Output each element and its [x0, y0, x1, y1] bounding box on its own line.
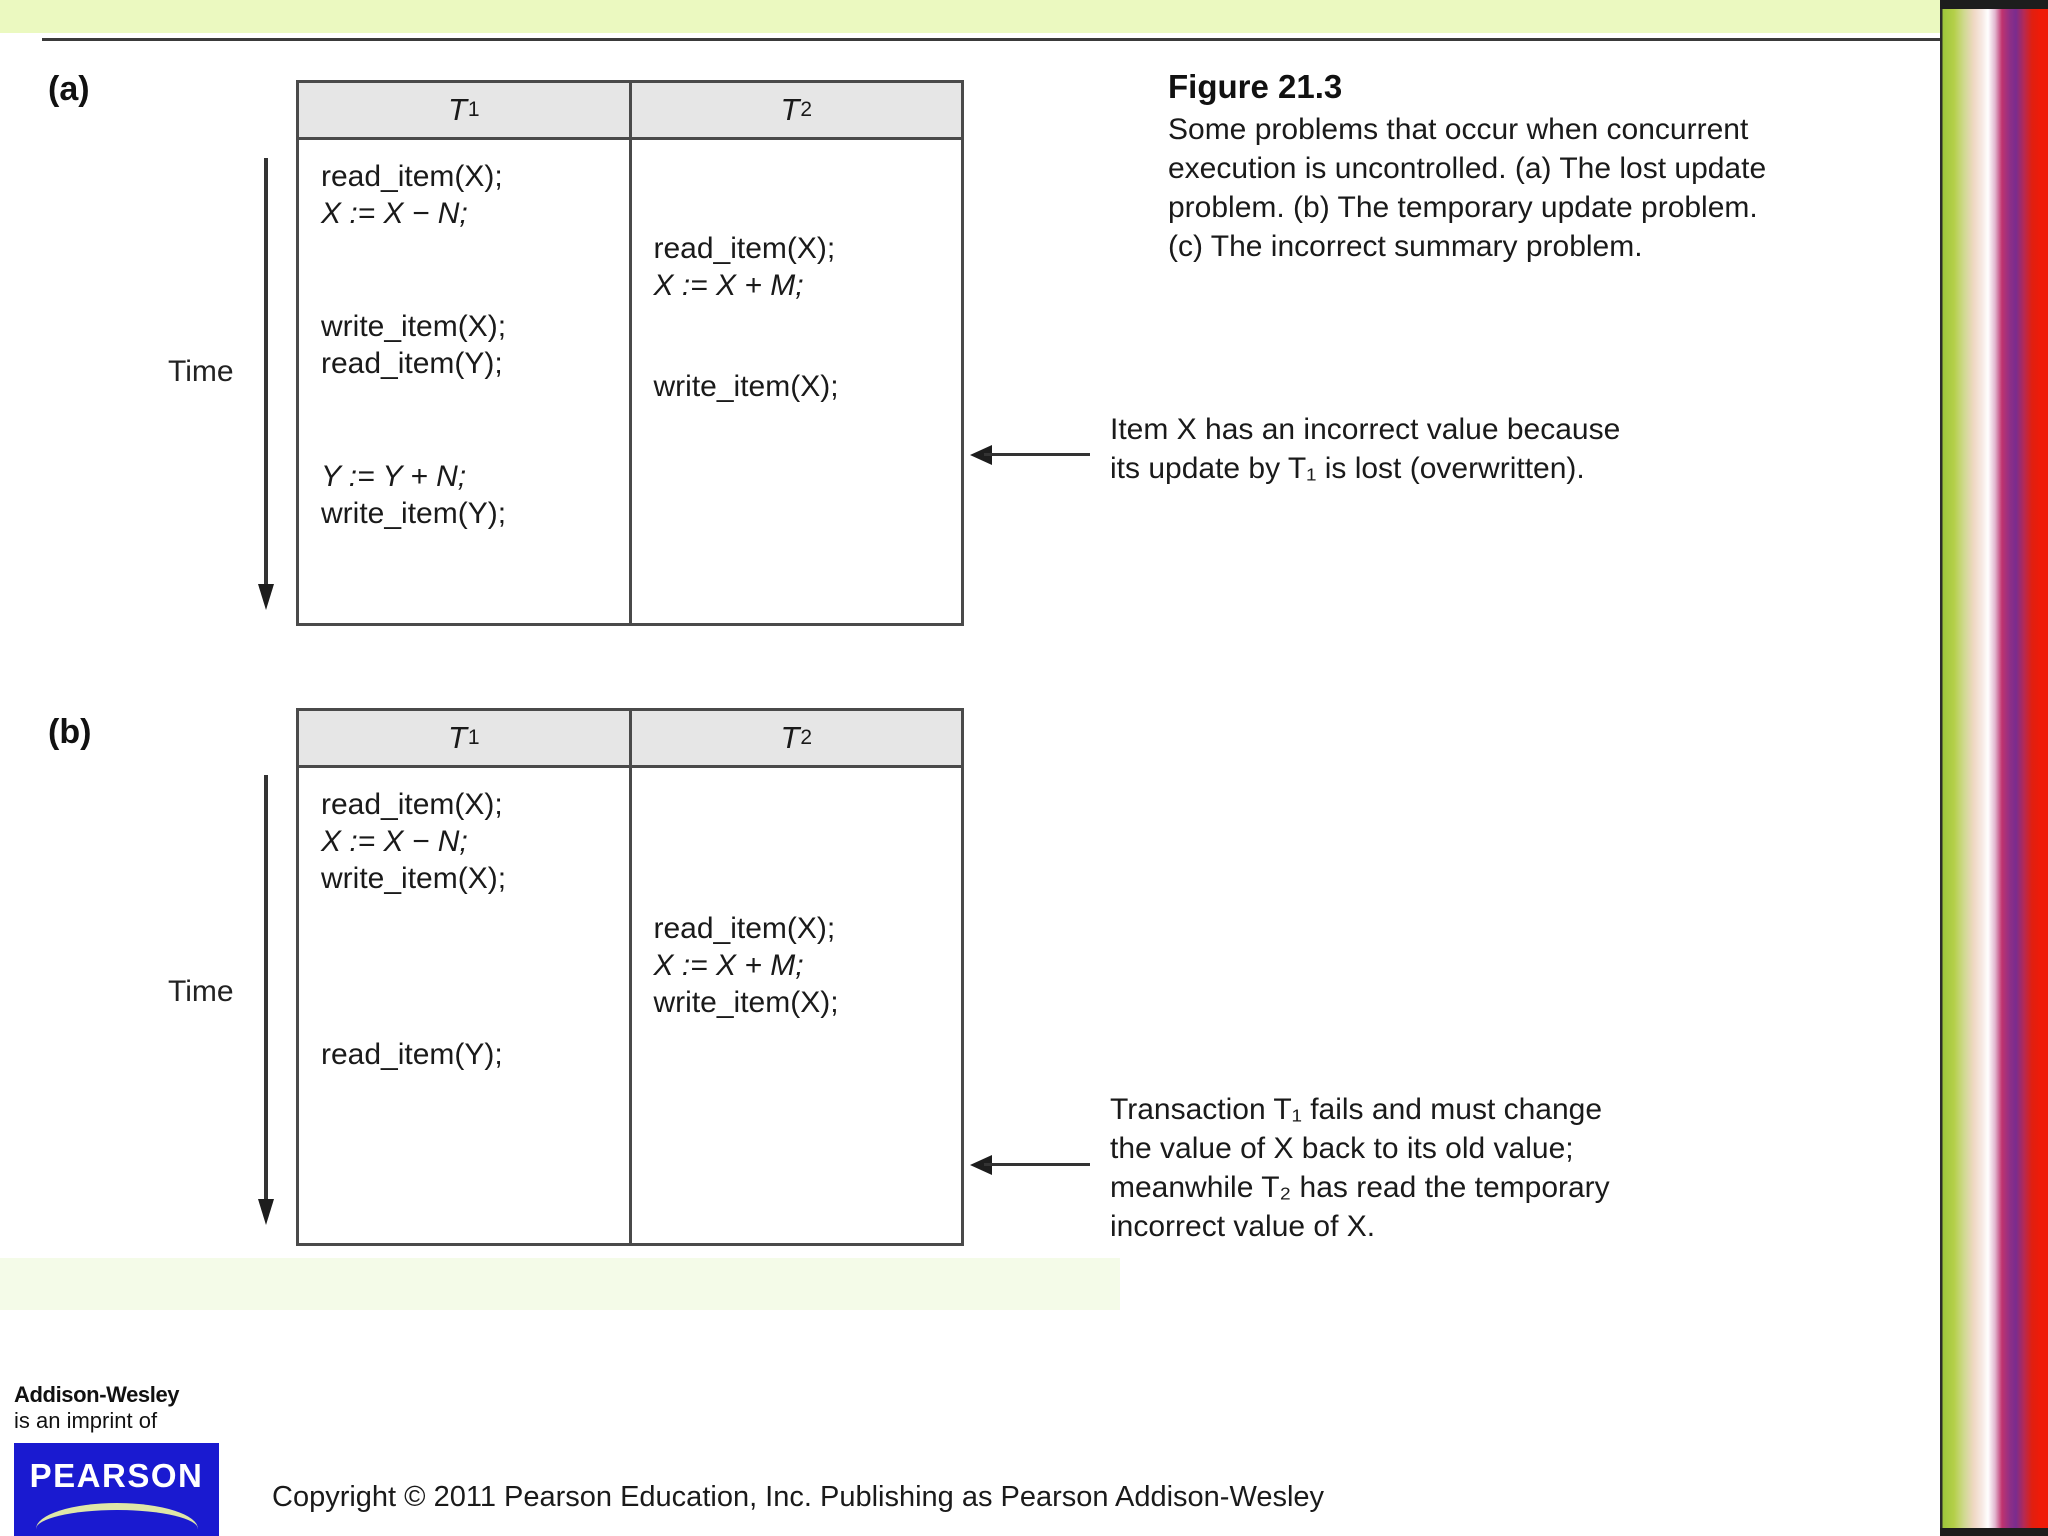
- top-accent-band: [0, 0, 1990, 33]
- pearson-swoosh-icon: [36, 1503, 198, 1529]
- caption-line: execution is uncontrolled. (a) The lost …: [1168, 152, 1767, 185]
- time-axis-a: [258, 158, 278, 610]
- op-block: Y := Y + N; write_item(Y);: [321, 458, 506, 532]
- callout-text-b: Transaction T₁ fails and must change the…: [1110, 1090, 1610, 1246]
- time-axis-shaft-a: [264, 158, 268, 584]
- figure-caption-body: Some problems that occur when concurrent…: [1168, 110, 1958, 266]
- op-line: read_item(X);: [321, 788, 503, 821]
- op-line: Y := Y + N;: [321, 460, 467, 493]
- callout-line: its update by T₁ is lost (overwritten).: [1110, 452, 1585, 485]
- table-b-column-t2: read_item(X); X := X + M; write_item(X);: [632, 768, 962, 1246]
- t1-label-b: T: [447, 720, 467, 755]
- time-label-b: Time: [168, 975, 234, 1008]
- imprint-subtext: is an imprint of: [14, 1408, 158, 1433]
- figure-caption: Figure 21.3 Some problems that occur whe…: [1168, 68, 1958, 266]
- table-a-body: read_item(X); X := X − N; write_item(X);…: [299, 140, 961, 626]
- time-axis-arrowhead-a: [258, 584, 274, 610]
- t2-subscript-b: 2: [800, 726, 813, 749]
- panel-label-b: (b): [48, 713, 92, 751]
- op-line: X := X + M;: [653, 949, 804, 982]
- figure-number-title: Figure 21.3: [1168, 68, 1343, 105]
- op-line: read_item(X);: [653, 232, 836, 265]
- op-line: X := X − N;: [321, 825, 468, 858]
- t1-subscript-b: 1: [467, 726, 480, 749]
- op-block: read_item(X); X := X + M; write_item(X);: [654, 910, 839, 1021]
- op-block: read_item(X); X := X + M;: [654, 230, 836, 304]
- caption-line: (c) The incorrect summary problem.: [1168, 230, 1643, 263]
- imprint-block: Addison-Wesley is an imprint of: [14, 1382, 219, 1434]
- op-line: write_item(X);: [321, 310, 507, 343]
- callout-arrow-a: [970, 445, 1090, 465]
- op-line: write_item(X);: [653, 370, 839, 403]
- callout-line: Item X has an incorrect value because: [1110, 413, 1621, 446]
- t1-subscript-a: 1: [467, 98, 480, 121]
- table-b-body: read_item(X); X := X − N; write_item(X);…: [299, 768, 961, 1246]
- callout-arrow-shaft-b: [984, 1163, 1090, 1166]
- callout-arrowhead-b: [970, 1155, 992, 1175]
- caption-line: problem. (b) The temporary update proble…: [1168, 191, 1758, 224]
- callout-arrowhead-a: [970, 445, 992, 465]
- op-line: write_item(Y);: [321, 497, 507, 530]
- op-line: read_item(X);: [321, 160, 503, 193]
- op-line: read_item(Y);: [321, 1038, 503, 1071]
- imprint-brand: Addison-Wesley: [14, 1382, 180, 1407]
- op-line: X := X + M;: [653, 269, 804, 302]
- time-axis-arrowhead-b: [258, 1199, 274, 1225]
- callout-line: incorrect value of X.: [1110, 1210, 1376, 1243]
- callout-line: meanwhile T₂ has read the temporary: [1110, 1171, 1610, 1204]
- op-line: read_item(X);: [653, 912, 836, 945]
- op-line: X := X − N;: [321, 197, 468, 230]
- op-line: read_item(Y);: [321, 347, 503, 380]
- callout-arrow-b: [970, 1155, 1090, 1175]
- callout-line: the value of X back to its old value;: [1110, 1132, 1574, 1165]
- callout-line: Transaction T₁ fails and must change: [1110, 1093, 1603, 1126]
- panel-label-a: (a): [48, 70, 90, 108]
- table-b-column-t1: read_item(X); X := X − N; write_item(X);…: [299, 768, 632, 1246]
- table-a-column-t2: read_item(X); X := X + M; write_item(X);: [632, 140, 962, 626]
- header-rule: [42, 38, 1947, 41]
- copyright-notice: Copyright © 2011 Pearson Education, Inc.…: [272, 1481, 1325, 1513]
- table-a-column-t1: read_item(X); X := X − N; write_item(X);…: [299, 140, 632, 626]
- bottom-accent-tint: [0, 1258, 1120, 1310]
- t2-label-b: T: [780, 720, 800, 755]
- op-line: write_item(X);: [653, 986, 839, 1019]
- op-block: read_item(X); X := X − N; write_item(X);: [321, 786, 506, 897]
- pearson-logo: PEARSON: [14, 1443, 219, 1536]
- op-block: read_item(X); X := X − N;: [321, 158, 503, 232]
- time-axis-shaft-b: [264, 775, 268, 1199]
- time-axis-b: [258, 775, 278, 1225]
- t1-label-a: T: [447, 92, 467, 127]
- time-label-a: Time: [168, 355, 234, 388]
- op-line: write_item(X);: [321, 862, 507, 895]
- caption-line: Some problems that occur when concurrent: [1168, 113, 1749, 146]
- op-block: read_item(Y);: [321, 1036, 503, 1073]
- t2-subscript-a: 2: [800, 98, 813, 121]
- callout-text-a: Item X has an incorrect value because it…: [1110, 410, 1620, 488]
- right-edge-colorbar: [1940, 0, 2048, 1536]
- op-block: write_item(X);: [654, 368, 839, 405]
- t2-label-a: T: [780, 92, 800, 127]
- op-block: write_item(X); read_item(Y);: [321, 308, 506, 382]
- pearson-wordmark: PEARSON: [29, 1457, 204, 1494]
- callout-arrow-shaft-a: [984, 453, 1090, 456]
